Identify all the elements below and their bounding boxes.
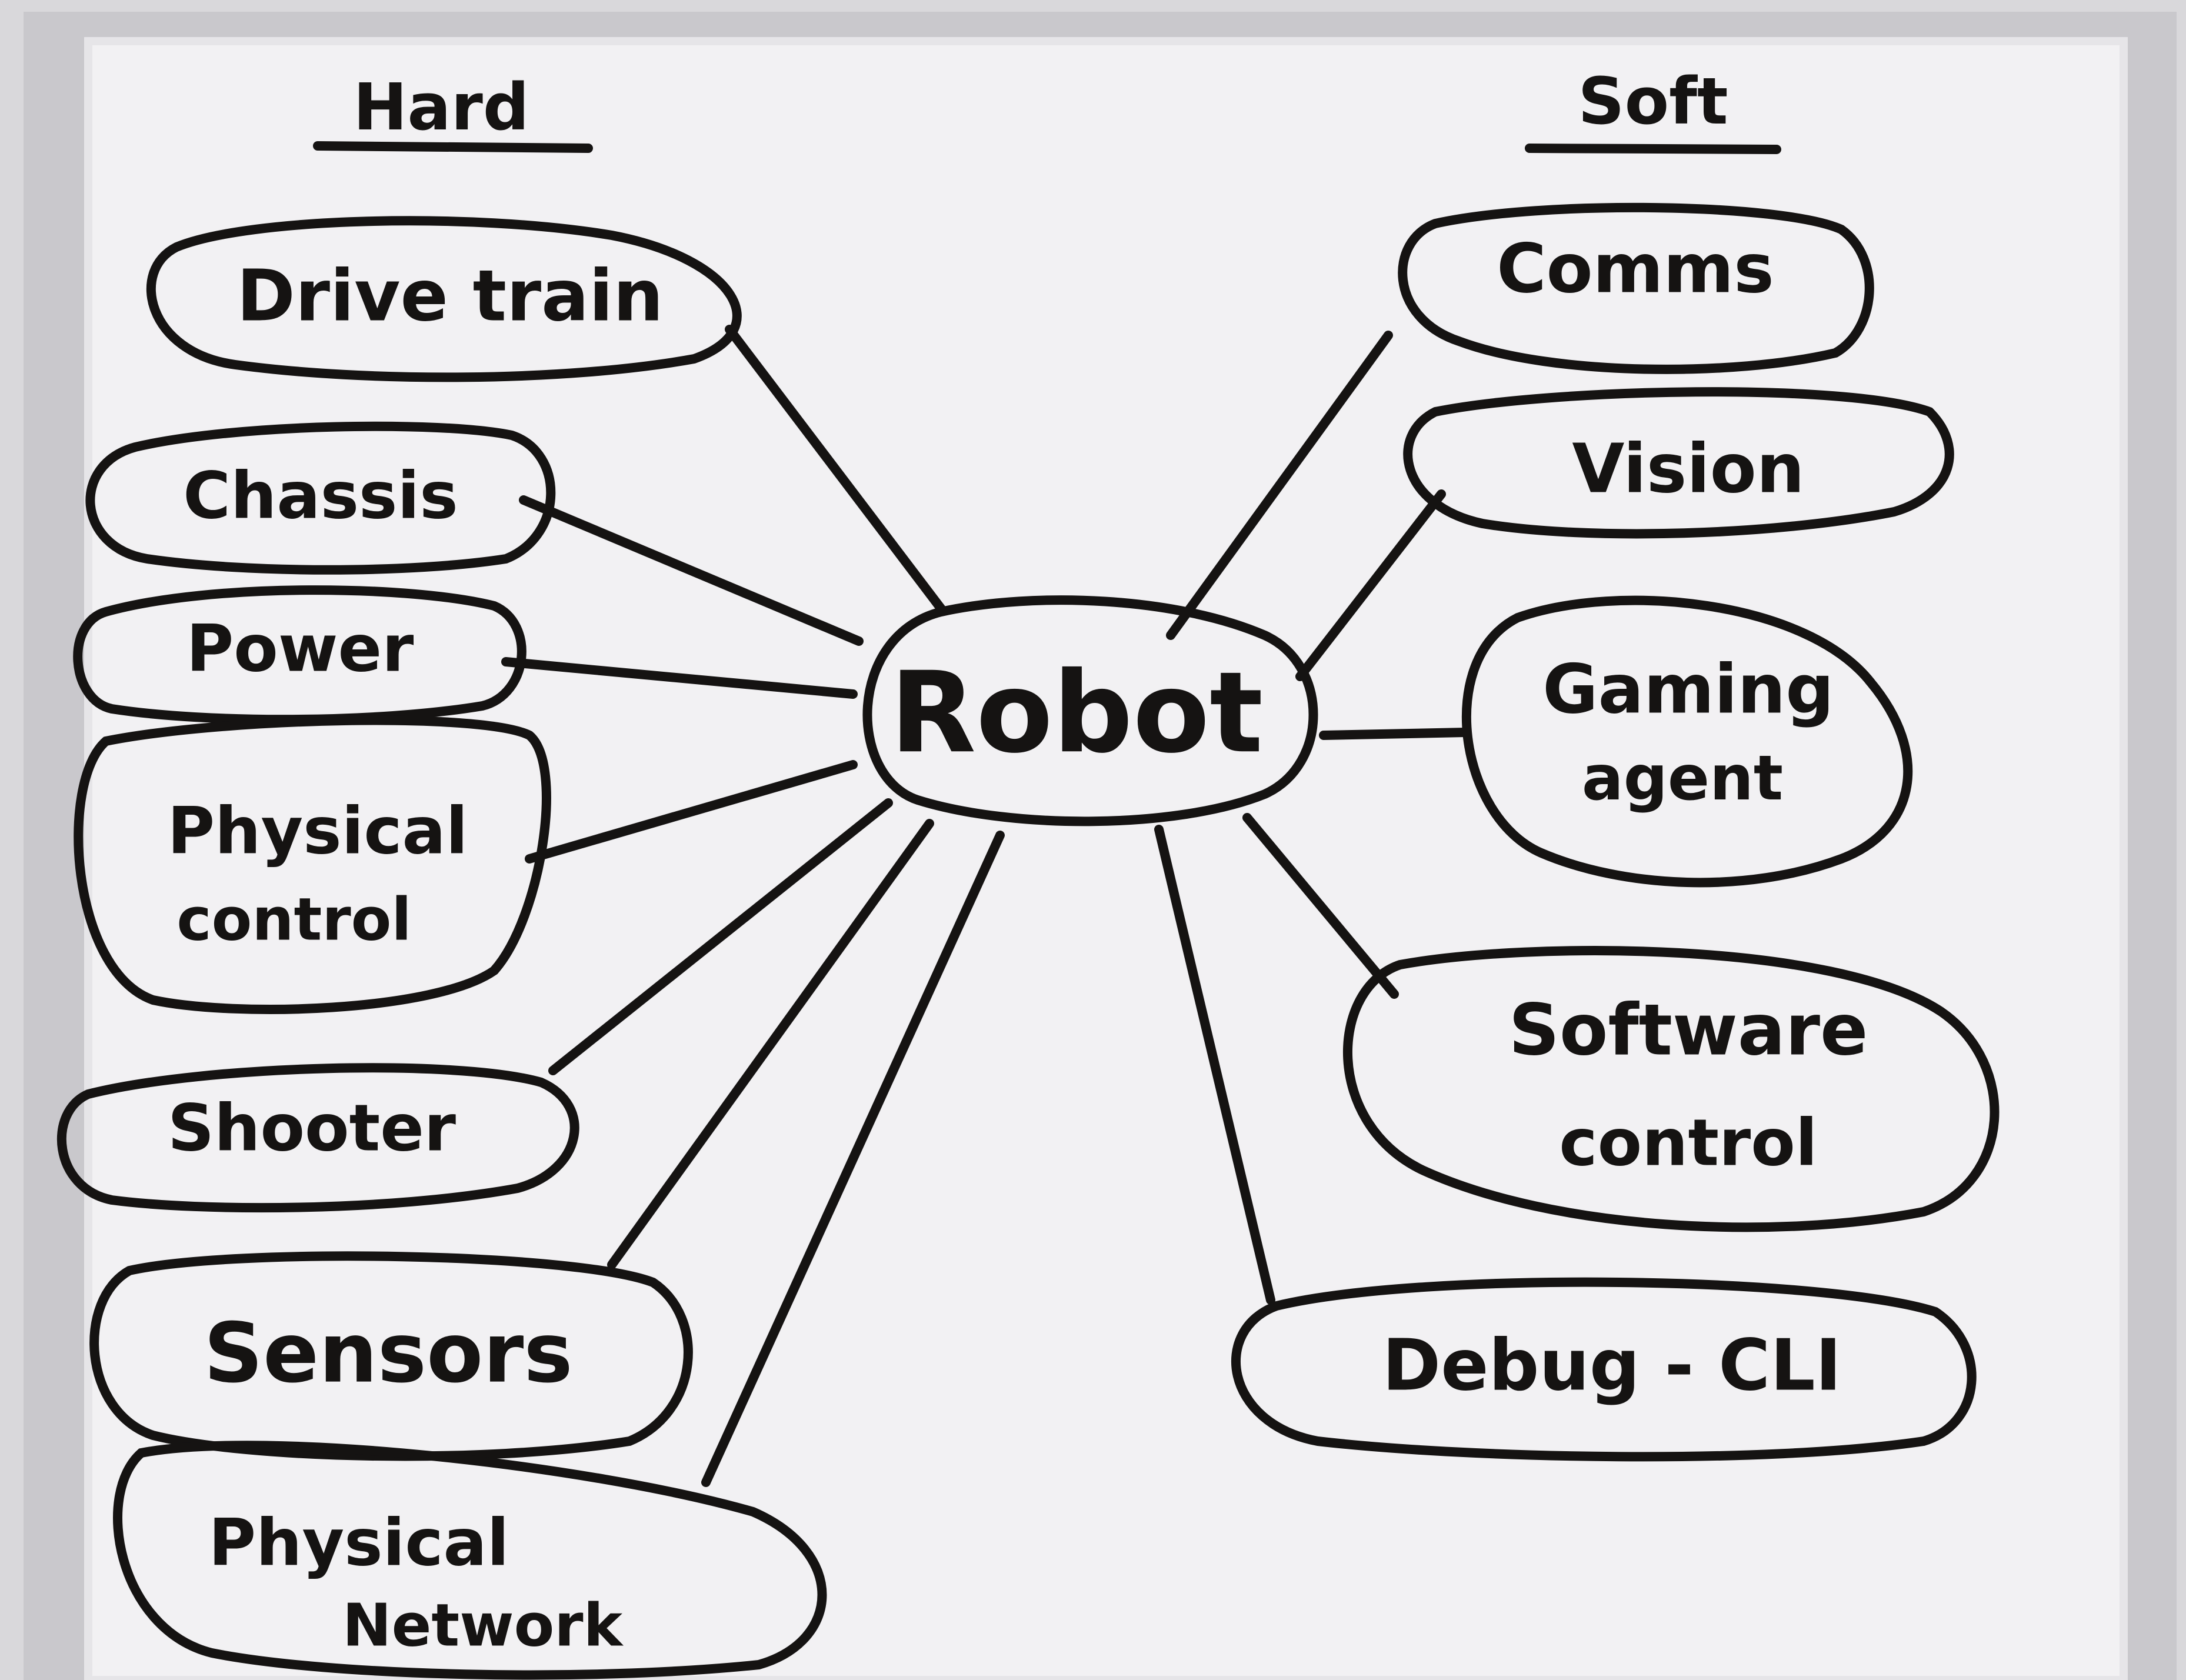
node-gaming-agent: Gaming agent [1461,595,1913,888]
heading-soft: Soft [1525,64,1781,154]
center-node-label: Robot [890,648,1263,778]
node-vision-label: Vision [1572,430,1804,509]
node-physical-control: Physical control [74,715,551,1014]
center-node-robot: Robot [862,595,1318,826]
node-gaming-agent-line1: Gaming [1542,651,1834,729]
node-power-label: Power [186,611,414,686]
node-debug-cli: Debug - CLI [1231,1277,1977,1462]
heading-hard-label: Hard [353,69,529,145]
node-chassis: Chassis [85,421,556,575]
node-vision: Vision [1403,387,1954,539]
connector-gaming-agent [1319,728,1469,740]
node-power: Power [73,585,526,725]
connector-vision [1295,489,1446,681]
node-comms: Comms [1398,202,1874,374]
connector-debug-cli [1154,825,1275,1305]
node-physical-control-line1: Physical [168,793,468,868]
hard-nodes: Drive train Chassis Power Physical contr… [56,216,827,1680]
node-comms-label: Comms [1497,230,1774,309]
node-debug-cli-label: Debug - CLI [1382,1325,1842,1407]
connector-power [501,657,858,699]
node-sensors-label: Sensors [204,1306,572,1402]
connector-physical-control [525,760,858,864]
node-software-control: Software control [1343,946,2000,1232]
node-physical-network-line1: Physical [209,1505,509,1580]
connector-comms [1166,331,1393,640]
node-physical-control-line2: control [176,885,411,954]
node-drivetrain-label: Drive train [236,256,663,338]
node-shooter-label: Shooter [168,1090,456,1165]
connector-chassis [519,495,864,646]
node-chassis-label: Chassis [183,458,458,533]
connector-lines [501,325,1469,1487]
connector-shooter [548,798,893,1075]
connector-drivetrain [725,325,946,614]
node-gaming-agent-line2: agent [1582,742,1783,814]
node-physical-network-line2: Network [342,1591,624,1659]
heading-hard: Hard [313,69,593,153]
node-software-control-line1: Software [1509,990,1868,1072]
node-shooter: Shooter [56,1063,579,1213]
connector-software-control [1242,813,1399,999]
soft-nodes: Comms Vision Gaming agent Software contr… [1231,202,2000,1462]
node-drivetrain: Drive train [146,216,742,382]
connector-sensors [607,819,934,1269]
node-sensors: Sensors [89,1251,693,1461]
connector-physical-network [701,831,1005,1487]
node-software-control-line2: control [1559,1105,1817,1180]
heading-soft-label: Soft [1578,64,1728,139]
node-physical-network: Physical Network [113,1441,827,1680]
